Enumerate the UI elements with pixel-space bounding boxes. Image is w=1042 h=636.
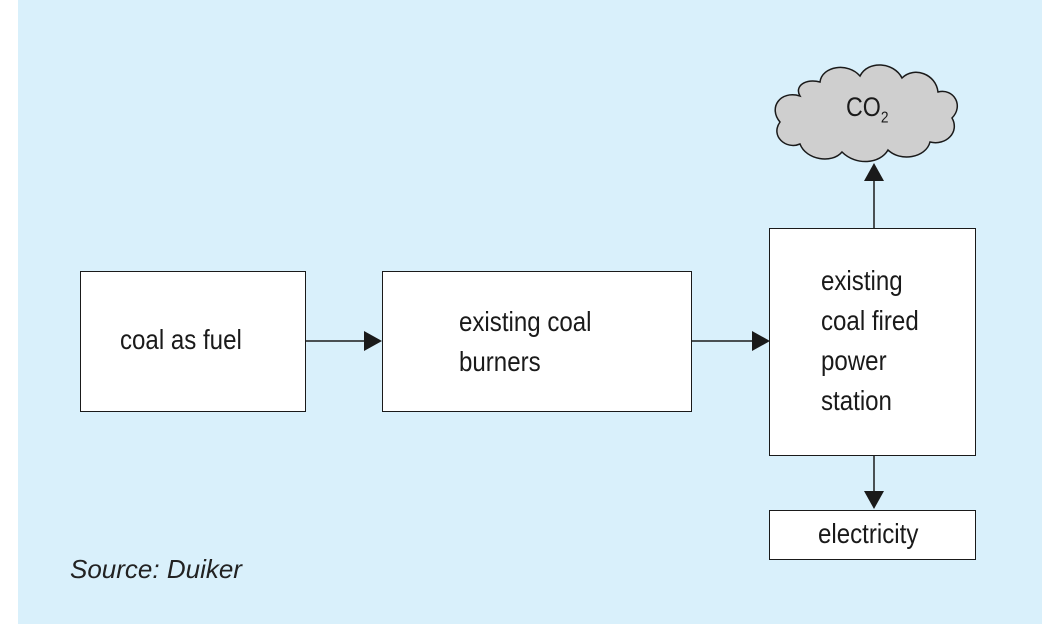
- arrowhead-coal-to-burners: [364, 331, 382, 351]
- source-caption: Source: Duiker: [70, 554, 242, 584]
- electricity-label: electricity: [818, 518, 919, 549]
- station-label: existing coal fired power station: [821, 265, 919, 416]
- station-box: [769, 228, 976, 456]
- co2-label: CO2: [846, 92, 888, 127]
- co2-cloud: [774, 64, 958, 163]
- co2-subscript: 2: [880, 109, 889, 127]
- burners-label: existing coal burners: [459, 306, 592, 377]
- arrowhead-station-to-electricity: [864, 491, 884, 509]
- arrowhead-station-to-co2: [864, 163, 884, 181]
- coal-box: [80, 271, 306, 412]
- co2-text: CO: [846, 92, 881, 122]
- burners-box: [382, 271, 692, 412]
- coal-label: coal as fuel: [120, 324, 242, 355]
- electricity-box: [769, 510, 976, 560]
- arrowhead-burners-to-station: [752, 331, 770, 351]
